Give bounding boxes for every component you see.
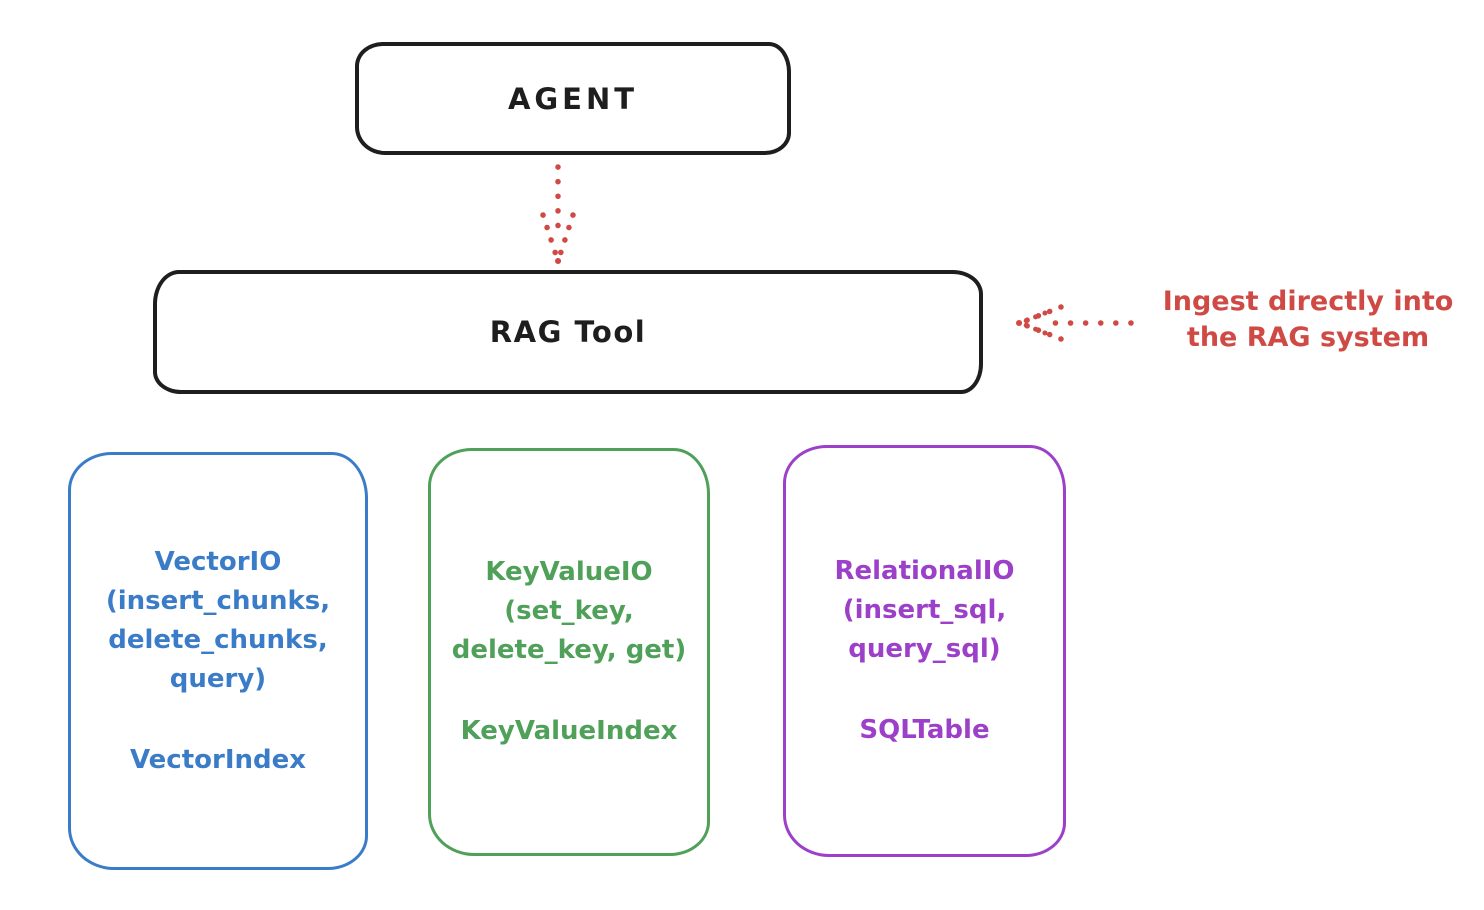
key-value-io-label: KeyValueIO (set_key, delete_key, get) — [451, 557, 687, 665]
key-value-io-box: KeyValueIO (set_key, delete_key, get) Ke… — [428, 448, 710, 856]
rag-tool-node: RAG Tool — [153, 270, 983, 394]
agent-to-rag-arrow-icon — [540, 164, 576, 264]
relational-io-label: RelationalIO (insert_sql, query_sql) — [834, 556, 1015, 664]
agent-node-label: AGENT — [507, 81, 639, 116]
ingest-annotation-arrow-icon — [1016, 304, 1134, 342]
sql-table-label: SQLTable — [859, 715, 990, 745]
relational-io-box: RelationalIO (insert_sql, query_sql) SQL… — [783, 445, 1066, 857]
ingest-annotation-text: Ingest directly into the RAG system — [1162, 286, 1454, 354]
rag-tool-node-label: RAG Tool — [489, 315, 647, 349]
vector-index-label: VectorIndex — [129, 744, 307, 775]
vector-io-label: VectorIO (insert_chunks, delete_chunks, … — [105, 546, 331, 694]
vector-io-box: VectorIO (insert_chunks, delete_chunks, … — [68, 452, 368, 870]
key-value-index-label: KeyValueIndex — [460, 716, 678, 746]
agent-node: AGENT — [355, 42, 791, 155]
